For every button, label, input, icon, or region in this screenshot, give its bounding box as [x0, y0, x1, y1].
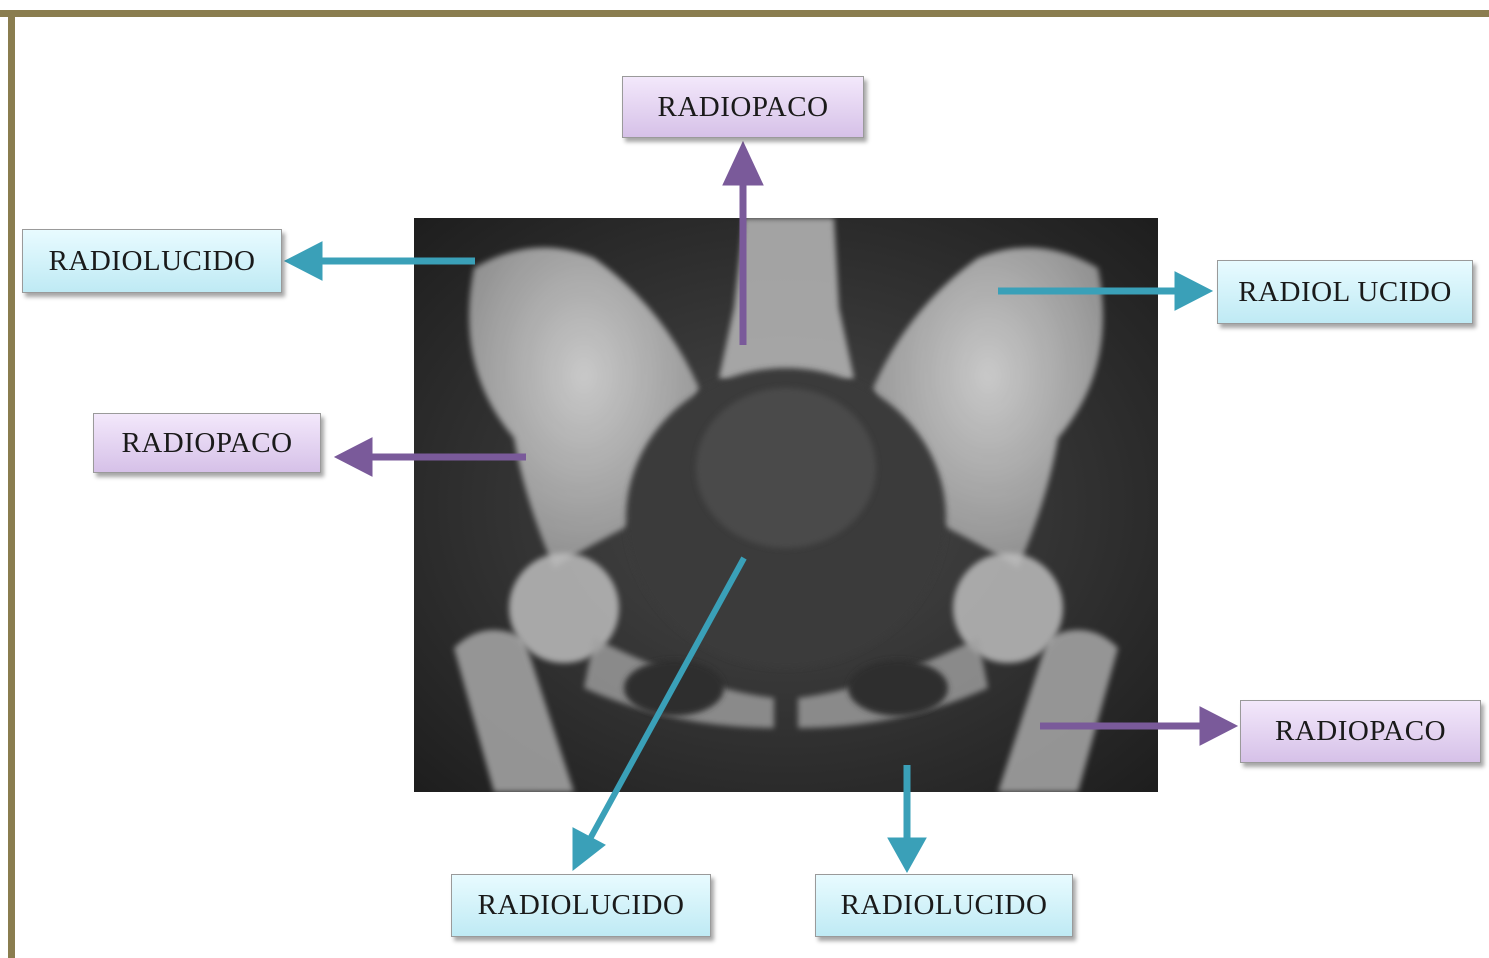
frame-top-border [0, 10, 1489, 17]
label-right-low-radiopaco: RADIOPACO [1240, 700, 1481, 763]
label-left-mid-radiopaco: RADIOPACO [93, 413, 321, 473]
pelvis-xray-image [414, 218, 1158, 792]
label-left-top-radiolucido: RADIOLUCIDO [22, 229, 282, 293]
label-bottom-right-radiolucido: RADIOLUCIDO [815, 874, 1073, 937]
label-bottom-left-radiolucido: RADIOLUCIDO [451, 874, 711, 937]
frame-left-border [8, 10, 15, 958]
label-top-radiopaco: RADIOPACO [622, 76, 864, 138]
label-right-top-radiolucido: RADIOL UCIDO [1217, 260, 1473, 324]
